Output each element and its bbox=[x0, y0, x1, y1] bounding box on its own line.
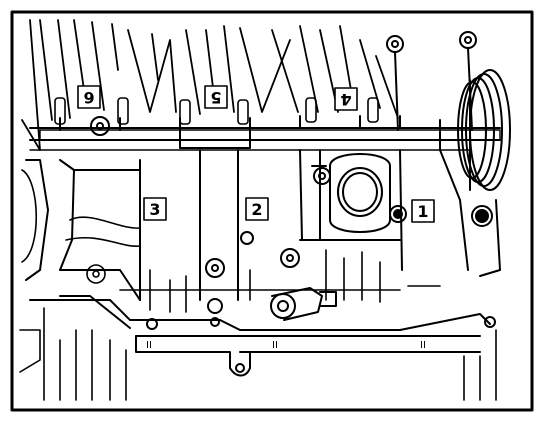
bore-opening bbox=[311, 153, 407, 233]
skirt-mark-1: II bbox=[146, 340, 152, 351]
cylinder-head-ribs bbox=[21, 19, 399, 151]
callout-4-label: 4 bbox=[340, 90, 351, 109]
callout-5: 5 bbox=[204, 85, 228, 109]
callout-2: 2 bbox=[245, 197, 269, 221]
left-cutout bbox=[21, 169, 141, 284]
callout-6: 6 bbox=[77, 85, 101, 109]
oil-pan-body bbox=[19, 307, 497, 401]
block-outline bbox=[25, 149, 469, 301]
callout-1-label: 1 bbox=[417, 202, 428, 221]
callout-3: 3 bbox=[143, 197, 167, 221]
skirt-marks: II II II bbox=[146, 340, 426, 351]
oil-pan-flange bbox=[29, 295, 496, 377]
callout-6-label: 6 bbox=[83, 88, 94, 107]
callout-3-label: 3 bbox=[149, 200, 160, 219]
figure-border bbox=[10, 10, 534, 412]
callout-1: 1 bbox=[411, 199, 435, 223]
lower-ribs bbox=[119, 249, 441, 313]
callout-2-label: 2 bbox=[251, 200, 262, 219]
skirt-mark-3: II bbox=[420, 340, 426, 351]
middle-bolts bbox=[205, 205, 493, 314]
callout-5-label: 5 bbox=[210, 88, 221, 107]
shaft bbox=[39, 116, 501, 141]
head-gasket-rail bbox=[29, 115, 501, 151]
head-studs bbox=[54, 97, 379, 125]
callout-4: 4 bbox=[334, 87, 358, 111]
skirt-mark-2: II bbox=[272, 340, 278, 351]
